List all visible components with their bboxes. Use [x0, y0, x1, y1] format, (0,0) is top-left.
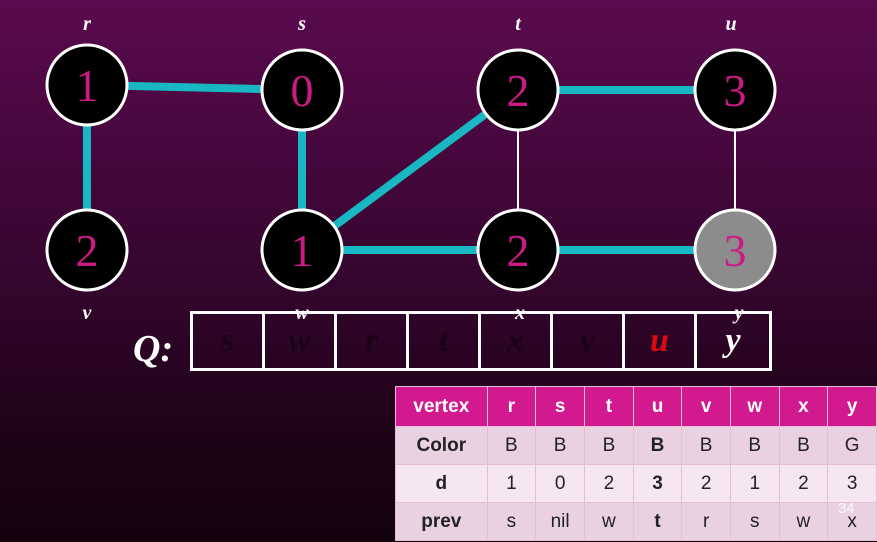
table-cell: t [632, 502, 683, 541]
node-s: 0 [260, 48, 344, 132]
node-circle-r [45, 43, 129, 127]
vertex-name-t: t [515, 13, 521, 35]
edge-w-t [299, 86, 521, 254]
table-header-cell: y [827, 386, 877, 427]
node-circle-y [693, 208, 777, 292]
node-circle-v [45, 208, 129, 292]
node-distance-x: 2 [507, 225, 530, 276]
table-cell: r [681, 502, 731, 541]
table-row-label: d [395, 464, 488, 503]
queue-label: Q: [133, 328, 174, 370]
vertex-name-u: u [725, 13, 737, 35]
table-header-cell: x [778, 386, 829, 427]
queue-cell-r: r [337, 314, 409, 368]
table-cell: B [632, 426, 683, 465]
table-cell: G [827, 426, 877, 465]
table-cell: B [729, 426, 780, 465]
vertex-name-s: s [298, 13, 306, 35]
table-header-cell: t [584, 386, 634, 427]
table-cell: 1 [729, 464, 780, 503]
node-u: 3 [693, 48, 777, 132]
table-cell: s [486, 502, 537, 541]
node-w: 1 [260, 208, 344, 292]
table-header-cell: s [535, 386, 586, 427]
node-distance-t: 2 [507, 65, 530, 116]
table-cell: 3 [632, 464, 683, 503]
vertex-name-r: r [83, 13, 91, 35]
table-cell: 0 [535, 464, 586, 503]
table-cell: 2 [778, 464, 829, 503]
node-r: 1 [45, 43, 129, 127]
table-cell: w [778, 502, 829, 541]
node-distance-v: 2 [76, 225, 99, 276]
node-circle-u [693, 48, 777, 132]
node-distance-r: 1 [76, 60, 99, 111]
node-distance-y: 3 [724, 225, 747, 276]
queue-cell-x: x [481, 314, 553, 368]
queue-cell-y: y [725, 322, 741, 359]
queue-cell-t: t [409, 314, 481, 368]
queue-cell-s: s [193, 314, 265, 368]
table-cell: w [584, 502, 634, 541]
node-distance-s: 0 [291, 65, 314, 116]
node-t: 2 [476, 48, 560, 132]
table-header-cell: u [632, 386, 683, 427]
node-circle-x [476, 208, 560, 292]
vertex-name-v: v [82, 302, 92, 324]
queue-cell-v: v [553, 314, 625, 368]
table-cell: B [535, 426, 586, 465]
table-cell: 2 [584, 464, 634, 503]
node-circle-t [476, 48, 560, 132]
page-number: 34 [838, 500, 855, 517]
table-header-cell: w [729, 386, 780, 427]
node-x: 2 [476, 208, 560, 292]
table-header-cell: vertex [395, 386, 488, 427]
table-cell: B [584, 426, 634, 465]
table-row-label: prev [395, 502, 488, 541]
table-row-label: Color [395, 426, 488, 465]
table-cell: 3 [827, 464, 877, 503]
table-header-cell: r [486, 386, 537, 427]
table-header-cell: v [681, 386, 731, 427]
table-cell: nil [535, 502, 586, 541]
node-circle-w [260, 208, 344, 292]
queue-cell-u: u [625, 314, 697, 368]
table-cell: B [486, 426, 537, 465]
node-v: 2 [45, 208, 129, 292]
table-cell: B [778, 426, 829, 465]
table-cell: 2 [681, 464, 731, 503]
table-cell: s [729, 502, 780, 541]
table-cell: B [681, 426, 731, 465]
node-distance-u: 3 [724, 65, 747, 116]
table-cell: x [827, 502, 877, 541]
queue-cell-w: w [265, 314, 337, 368]
table-cell: 1 [486, 464, 537, 503]
node-circle-s [260, 48, 344, 132]
node-y: 3 [693, 208, 777, 292]
node-distance-w: 1 [291, 225, 314, 276]
